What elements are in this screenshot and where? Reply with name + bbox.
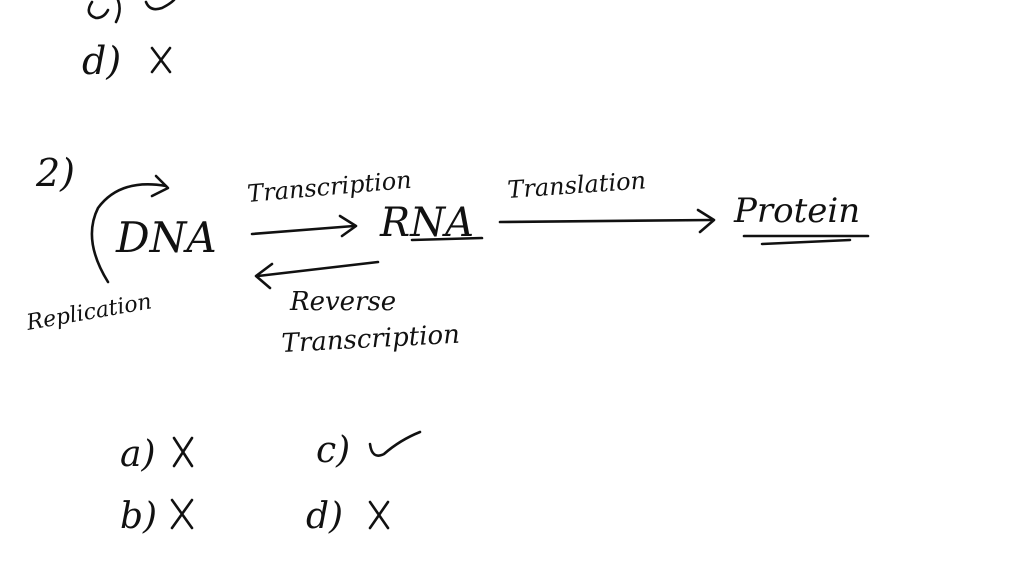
- rna-underline: [410, 236, 484, 242]
- reverse-arrowhead: [254, 262, 274, 290]
- x-mark-icon: [368, 500, 390, 530]
- cut-off-letter-c: [87, 0, 110, 20]
- answer-d-label: d): [306, 496, 343, 537]
- replication-arrowhead: [150, 174, 170, 198]
- reverse-line: [256, 260, 380, 278]
- protein-underline-2: [760, 238, 852, 246]
- protein-label: Protein: [733, 191, 860, 231]
- previous-question: d): [82, 0, 176, 83]
- answers: a) b) c) d): [120, 430, 422, 537]
- translation-arrow: Translation: [498, 166, 716, 234]
- replication-label: Replication: [24, 289, 154, 336]
- question-number: 2): [35, 151, 75, 195]
- cut-off-paren: [114, 0, 121, 24]
- transcription-arrowhead: [338, 214, 358, 238]
- translation-line: [498, 218, 714, 224]
- reverse-label-line1: Reverse: [289, 287, 396, 317]
- answer-b: b): [120, 496, 194, 537]
- rna-node: RNA: [379, 200, 484, 246]
- check-mark-icon: [368, 430, 422, 457]
- prev-option-d-label: d): [82, 39, 121, 83]
- x-mark-icon: [170, 498, 194, 530]
- answer-a: a): [120, 434, 194, 475]
- answer-a-label: a): [120, 434, 156, 475]
- x-mark-icon: [172, 436, 194, 468]
- replication-loop-arrow: [90, 183, 168, 284]
- dna-label: DNA: [115, 213, 217, 262]
- protein-node: Protein: [733, 191, 870, 246]
- answer-c: c): [316, 430, 422, 471]
- answer-c-label: c): [316, 430, 350, 471]
- translation-arrowhead: [696, 208, 716, 234]
- transcription-line: [250, 224, 356, 236]
- translation-label: Translation: [506, 166, 646, 204]
- answer-d: d): [306, 496, 390, 537]
- reverse-transcription-arrow: Reverse Transcription: [254, 260, 461, 359]
- dna-node: DNA Replication: [24, 174, 217, 336]
- x-mark-icon: [150, 46, 172, 74]
- cut-off-mark: [144, 0, 176, 11]
- reverse-label-line2: Transcription: [281, 320, 461, 359]
- answer-b-label: b): [120, 496, 157, 537]
